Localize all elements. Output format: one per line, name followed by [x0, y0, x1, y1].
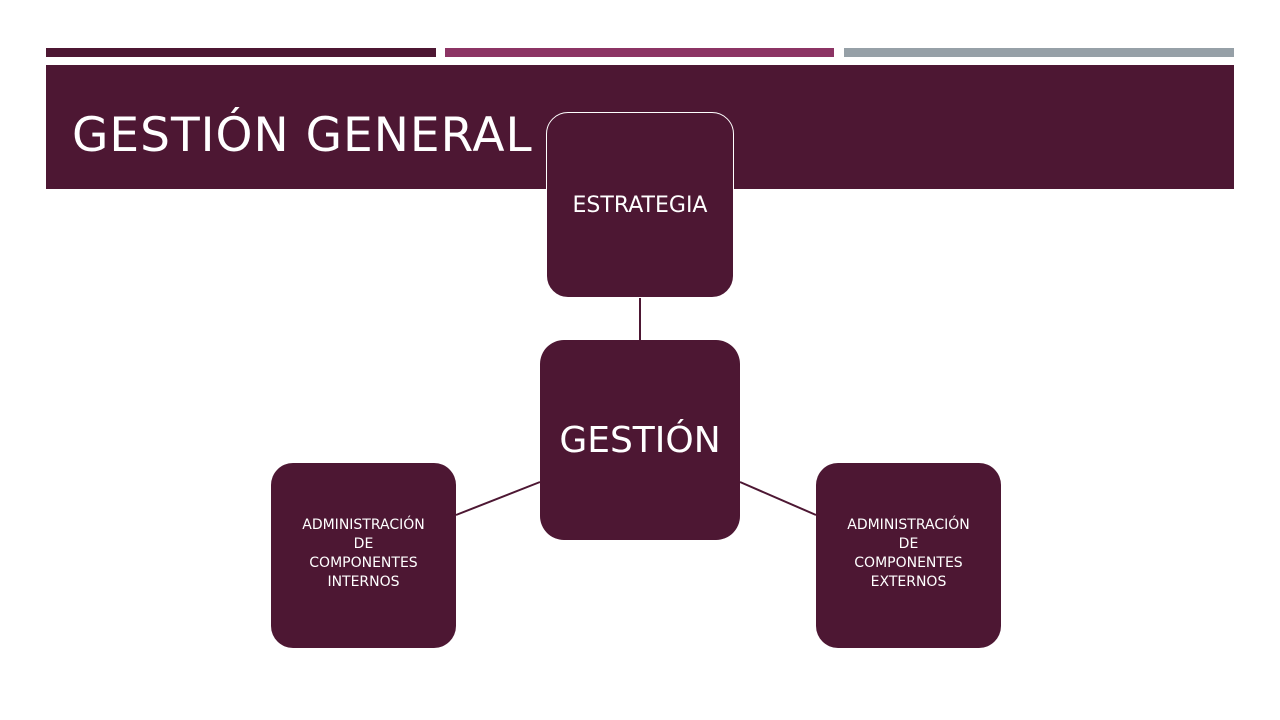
node-external-components: ADMINISTRACIÓN DE COMPONENTES EXTERNOS [816, 463, 1001, 648]
node-center-label: GESTIÓN [559, 420, 721, 461]
accent-bar-magenta [445, 48, 834, 57]
accent-bar-primary [46, 48, 436, 57]
node-center: GESTIÓN [540, 340, 740, 540]
connector-center-bottom-right [739, 481, 817, 516]
node-strategy: ESTRATEGIA [546, 112, 734, 298]
accent-bar-gray [844, 48, 1234, 57]
slide-title: GESTIÓN GENERAL [72, 108, 533, 163]
node-strategy-label: ESTRATEGIA [572, 193, 708, 218]
node-external-components-label: ADMINISTRACIÓN DE COMPONENTES EXTERNOS [847, 517, 970, 590]
connector-center-bottom-left [455, 481, 541, 516]
node-internal-components: ADMINISTRACIÓN DE COMPONENTES INTERNOS [271, 463, 456, 648]
node-internal-components-label: ADMINISTRACIÓN DE COMPONENTES INTERNOS [302, 517, 425, 590]
